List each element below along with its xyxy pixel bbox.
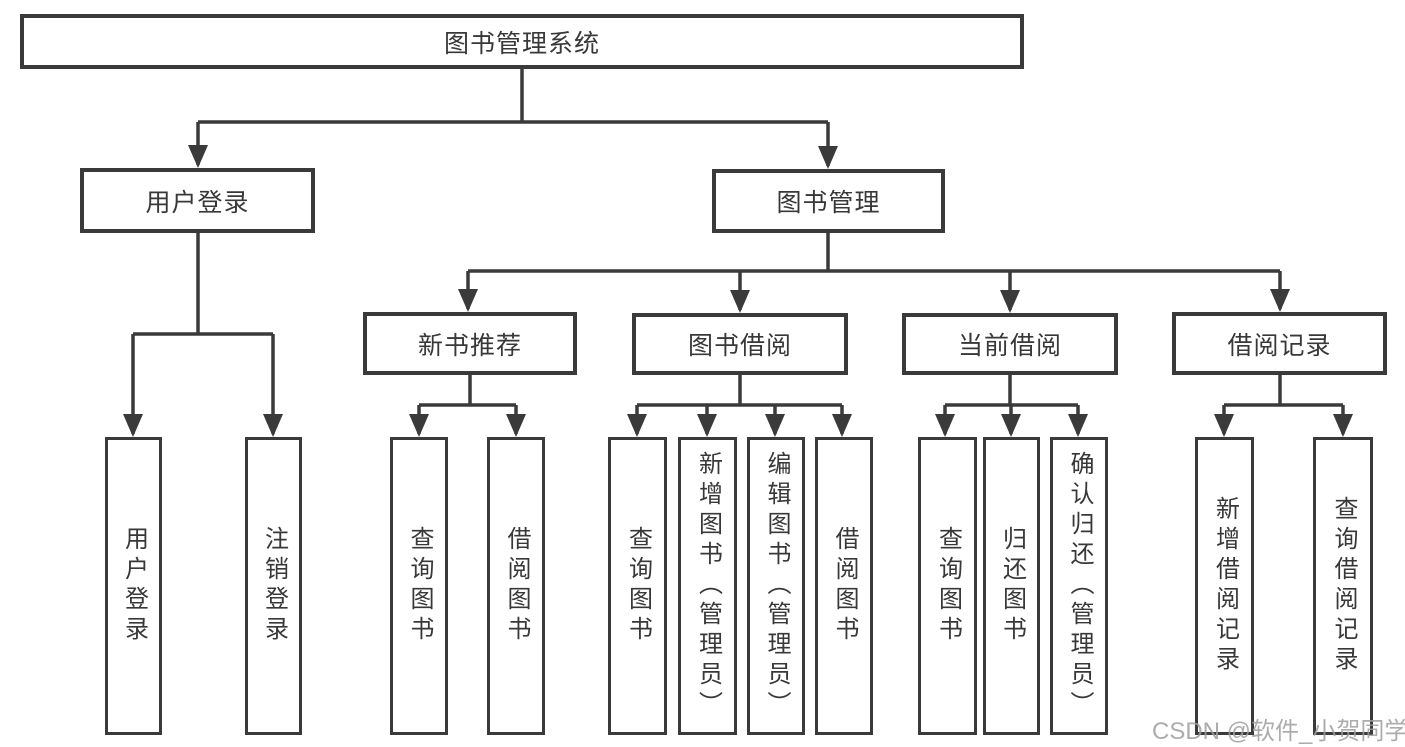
leaf-query-borrow-record: 查询借阅记录 [1313,437,1373,735]
leaf-edit-book-admin-label: 编辑图书（管理员） [763,451,790,721]
node-borrow-records: 借阅记录 [1172,312,1387,375]
arrow-down-icon [730,290,750,313]
leaf-logout: 注销登录 [245,437,302,735]
leaf-edit-book-admin: 编辑图书（管理员） [747,437,805,735]
leaf-query-books-current: 查询图书 [918,437,977,735]
node-root: 图书管理系统 [20,14,1024,69]
arrow-down-icon [818,146,838,169]
leaf-query-books-current-label: 查询图书 [934,526,962,646]
arrow-down-icon [506,414,526,437]
leaf-query-books-borrow-label: 查询图书 [624,526,652,646]
node-current-borrow: 当前借阅 [902,313,1118,375]
node-book-borrow-label: 图书借阅 [687,332,792,360]
arrow-down-icon [935,414,955,437]
node-new-book-recommend: 新书推荐 [363,312,577,375]
arrowhead-icons [123,145,1353,437]
leaf-borrow-books-recommend: 借阅图书 [487,437,545,735]
arrow-down-icon [1214,414,1234,437]
leaf-borrow-books-label: 借阅图书 [831,526,858,646]
arrow-down-icon [1001,414,1021,437]
leaf-query-books-recommend: 查询图书 [390,437,448,735]
arrow-down-icon [627,414,647,437]
leaf-add-book-admin: 新增图书（管理员） [678,437,737,735]
arrow-down-icon [458,289,478,312]
leaf-query-borrow-record-label: 查询借阅记录 [1330,496,1357,676]
leaf-query-books-recommend-label: 查询图书 [406,526,433,646]
leaf-add-borrow-record-label: 新增借阅记录 [1211,496,1239,676]
arrow-down-icon [409,414,429,437]
leaf-query-books-borrow: 查询图书 [608,437,667,735]
leaf-confirm-return-admin-label: 确认归还（管理员） [1066,451,1093,721]
node-new-book-recommend-label: 新书推荐 [417,331,522,360]
arrow-down-icon [188,145,208,168]
node-borrow-records-label: 借阅记录 [1227,331,1332,360]
arrow-down-icon [832,414,852,437]
arrow-down-icon [1000,290,1020,313]
node-current-borrow-label: 当前借阅 [957,332,1062,360]
arrow-down-icon [697,414,717,437]
node-book-management-label: 图书管理 [776,189,881,217]
arrow-down-icon [765,414,785,437]
leaf-borrow-books: 借阅图书 [815,437,873,735]
leaf-add-book-admin-label: 新增图书（管理员） [694,451,722,721]
node-root-label: 图书管理系统 [443,29,600,58]
node-user-login: 用户登录 [80,168,315,233]
leaf-logout-label: 注销登录 [260,526,288,646]
arrow-down-icon [1270,289,1290,312]
leaf-user-login-label: 用户登录 [120,526,148,646]
node-book-borrow: 图书借阅 [632,313,848,375]
leaf-confirm-return-admin: 确认归还（管理员） [1050,437,1108,735]
leaf-borrow-books-recommend-label: 借阅图书 [503,526,530,646]
leaf-return-book: 归还图书 [983,437,1040,735]
arrow-down-icon [1068,414,1088,437]
watermark-text: CSDN @软件_小贺同学 [1152,718,1405,745]
arrow-down-icon [263,414,283,437]
leaf-add-borrow-record: 新增借阅记录 [1195,437,1254,735]
leaf-return-book-label: 归还图书 [998,526,1026,646]
arrow-down-icon [123,414,143,437]
leaf-user-login: 用户登录 [105,437,162,735]
arrow-down-icon [1333,414,1353,437]
node-book-management: 图书管理 [712,169,945,233]
connector-path [131,69,1345,434]
node-user-login-label: 用户登录 [145,188,250,217]
